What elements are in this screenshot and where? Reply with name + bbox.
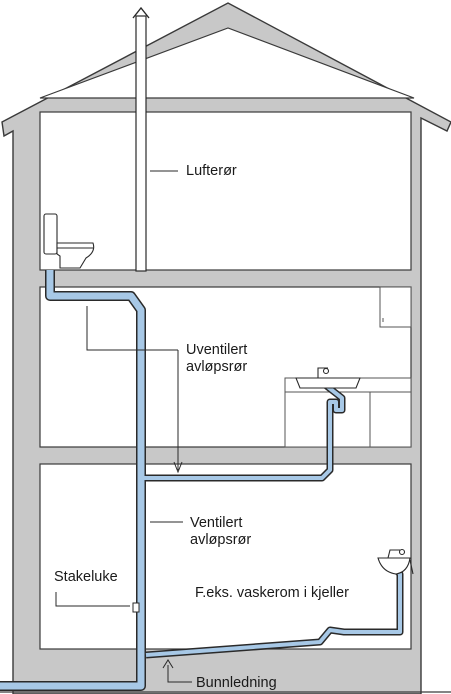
sink-icon [295,367,361,389]
label-ventilated-drain: Ventilert avløpsrør [190,515,251,549]
drain-pipe-main [0,270,145,690]
label-unventilated-line2: avløpsrør [186,359,248,375]
label-ventilated-line1: Ventilert [190,515,243,531]
label-vent-pipe: Lufterør [186,163,237,179]
drain-pipe-basement [145,566,402,657]
vent-pipe [132,6,150,272]
drain-pipe-kitchen [141,382,344,480]
label-ventilated-line2: avløpsrør [190,532,252,548]
room-basement [39,463,412,650]
drain-pipes [0,270,404,691]
label-cleanout: Stakeluke [54,569,118,585]
label-unventilated-line1: Uventilert [186,342,248,358]
toilet-icon [43,213,95,269]
washbasin-icon [377,548,414,575]
label-laundry-example: F.eks. vaskerom i kjeller [195,585,349,601]
attic-space [39,27,415,99]
leader-lines [55,170,192,683]
label-bottom-drain: Bunnledning [196,675,277,691]
kitchen-cabinets [284,286,412,448]
room-upper-floor [39,111,412,271]
arrow-up-icon [132,6,150,19]
cleanout-hatch-icon [132,602,140,613]
label-unventilated-drain: Uventilert avløpsrør [186,342,247,376]
